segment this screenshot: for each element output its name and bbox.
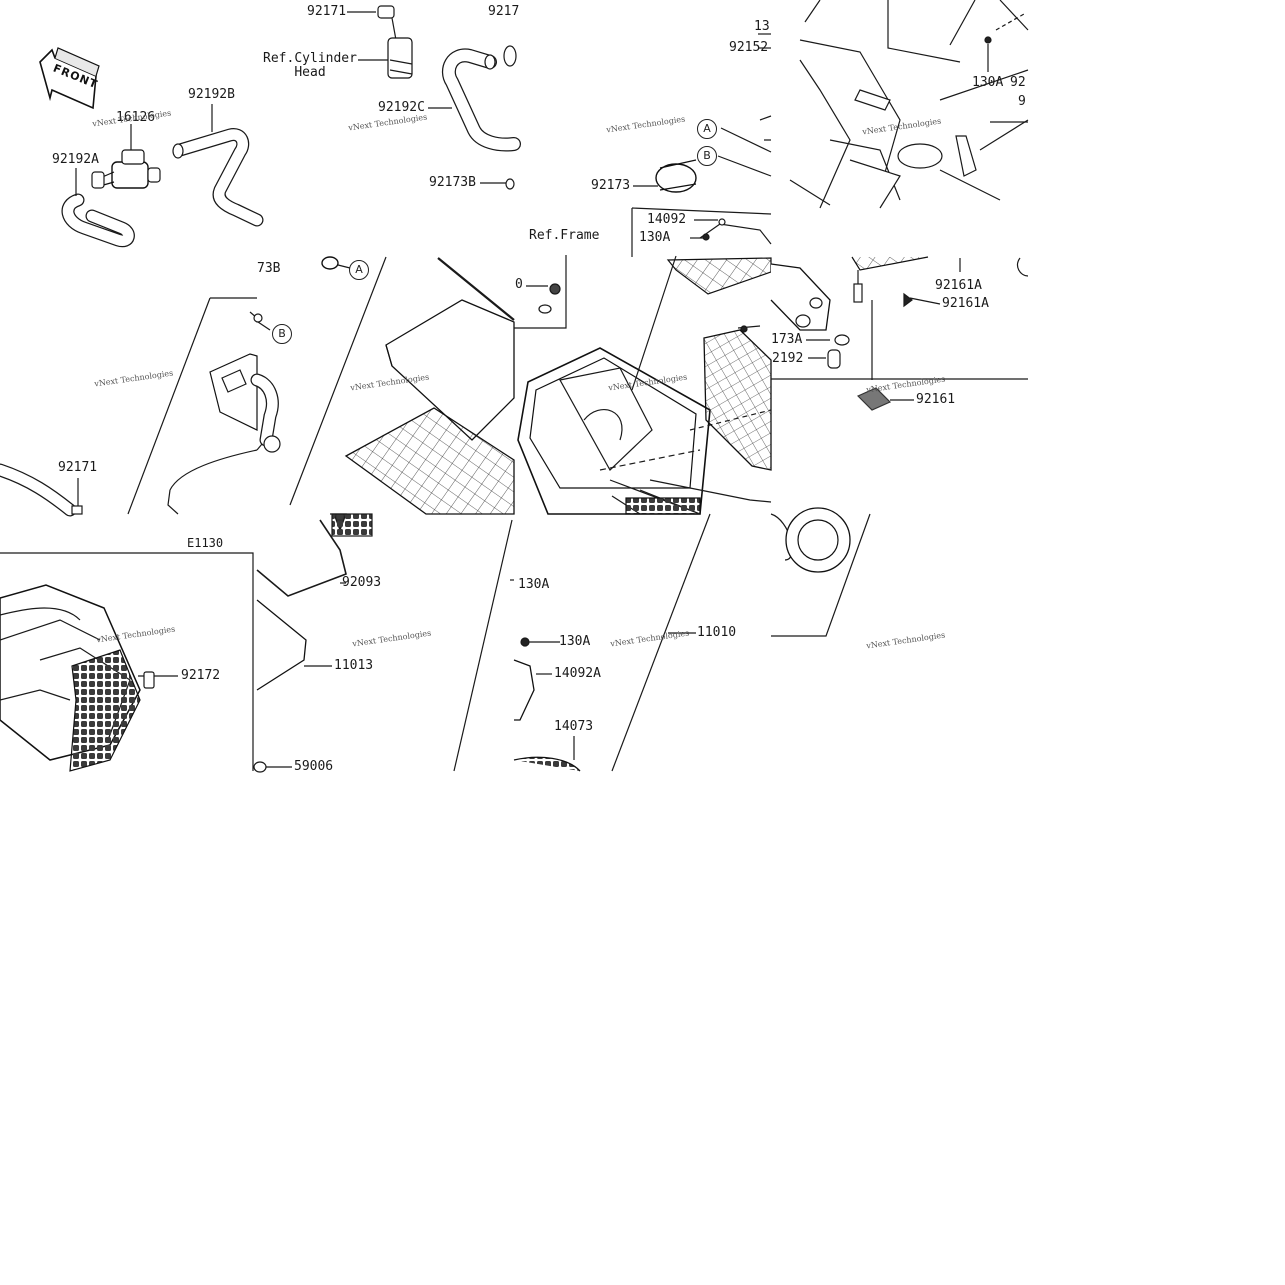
part-label-14073: 14073 xyxy=(554,719,594,734)
part-label-59006: 59006 xyxy=(294,759,334,774)
callout-b-top: B xyxy=(697,146,717,166)
part-label-173A: 173A xyxy=(771,332,803,347)
callout-a-top: A xyxy=(697,119,717,139)
ref-frame-label: Ref.Frame xyxy=(529,228,600,243)
part-label-9217-top: 9217 xyxy=(488,4,520,19)
page-code-E1130: E1130 xyxy=(187,536,224,550)
part-label-92161A-b: 92161A xyxy=(942,296,989,311)
part-label-130A-c: 130A xyxy=(518,577,550,592)
part-label-92161A-a: 92161A xyxy=(935,278,982,293)
part-label-92161: 92161 xyxy=(916,392,956,407)
part-label-13-top: 13 xyxy=(754,19,770,34)
part-label-16126: 16126 xyxy=(116,110,156,125)
part-label-92172: 92172 xyxy=(181,668,221,683)
part-label-130A-a: 130A xyxy=(639,230,671,245)
ref-cylinder-text: Ref.Cylinder xyxy=(263,51,357,66)
part-label-14092: 14092 xyxy=(647,212,687,227)
part-label-92192C: 92192C xyxy=(378,100,425,115)
part-label-73B: 73B xyxy=(257,261,281,276)
part-label-92-tr: 92 xyxy=(1010,75,1026,90)
part-label-92171-mid: 92171 xyxy=(58,460,98,475)
part-label-14092A: 14092A xyxy=(554,666,601,681)
part-label-130A-d: 130A xyxy=(559,634,591,649)
part-label-92152: 92152 xyxy=(729,40,769,55)
ref-cylinder-head-label: Ref.Cylinder Head xyxy=(260,52,360,80)
part-label-11013: 11013 xyxy=(334,658,374,673)
part-label-2192: 2192 xyxy=(772,351,804,366)
ref-head-text: Head xyxy=(294,65,326,80)
callout-a-mid: A xyxy=(349,260,369,280)
part-label-11010: 11010 xyxy=(697,625,737,640)
part-label-0: 0 xyxy=(515,277,523,292)
callout-b-mid: B xyxy=(272,324,292,344)
part-label-92192B: 92192B xyxy=(188,87,235,102)
part-label-9-tr: 9 xyxy=(1018,94,1026,109)
part-label-92192A: 92192A xyxy=(52,152,99,167)
part-label-92093: 92093 xyxy=(342,575,382,590)
part-label-130A-b: 130A xyxy=(972,75,1004,90)
part-label-92173: 92173 xyxy=(591,178,631,193)
part-label-92171-top: 92171 xyxy=(307,4,347,19)
part-label-92173B: 92173B xyxy=(429,175,476,190)
front-arrow-icon xyxy=(39,47,100,110)
